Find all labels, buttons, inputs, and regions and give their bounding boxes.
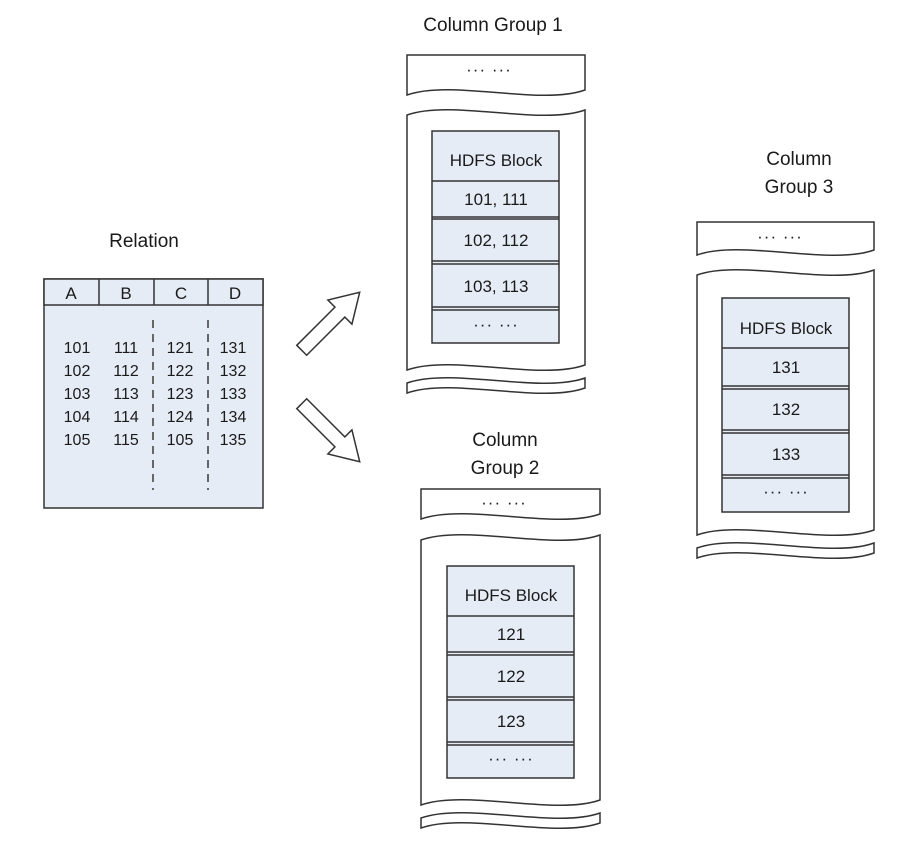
cell-c2: 122 (167, 363, 194, 380)
group-3-top-ellipsis: ··· ··· (757, 227, 803, 246)
group-3-bottom-ellipsis: ··· ··· (763, 482, 809, 501)
cell-b4: 114 (113, 409, 139, 426)
cell-d3: 133 (220, 386, 247, 403)
column-group-3: Column Group 3 ··· ··· HDFS Block 131 13… (696, 149, 875, 560)
header-d: D (229, 284, 241, 303)
column-group-1: Column Group 1 ··· ··· HDFS Block 101, 1… (406, 15, 586, 395)
arrow-down-right-icon (295, 397, 361, 463)
group-1-row-1: 101, 111 (464, 190, 528, 209)
arrow-up-right-icon (295, 291, 361, 357)
group-1-row-3: 103, 113 (464, 277, 529, 296)
group-1-bottom-ellipsis: ··· ··· (473, 315, 519, 334)
cell-d4: 134 (220, 409, 247, 426)
group-2-row-3: 123 (497, 712, 525, 731)
cell-a2: 102 (64, 363, 91, 380)
cell-d2: 132 (220, 363, 247, 380)
group-3-hdfs-block (721, 297, 850, 513)
relation-table: A B C D 101 102 103 104 105 111 112 113 … (43, 278, 264, 509)
group-2-top-scroll (420, 488, 601, 521)
group-3-block-header: HDFS Block (740, 319, 833, 338)
header-a: A (65, 284, 77, 303)
group-2-bottom-edge (420, 811, 601, 830)
cell-a1: 101 (64, 340, 91, 357)
relation-title: Relation (109, 231, 179, 252)
group-2-title-line-2: Group 2 (471, 458, 540, 479)
group-1-row-2: 102, 112 (464, 231, 529, 250)
group-2-top-ellipsis: ··· ··· (481, 493, 527, 512)
column-group-2: Column Group 2 ··· ··· HDFS Block 121 12… (420, 430, 601, 830)
group-1-title: Column Group 1 (423, 15, 562, 36)
cell-a3: 103 (64, 386, 91, 403)
group-1-top-scroll (406, 54, 586, 97)
group-2-bottom-ellipsis: ··· ··· (488, 749, 534, 768)
group-2-row-1: 121 (497, 625, 525, 644)
group-3-row-3: 133 (772, 445, 800, 464)
group-3-row-2: 132 (772, 400, 800, 419)
group-3-top-scroll (696, 221, 875, 257)
cell-a4: 104 (64, 409, 91, 426)
group-3-title-line-2: Group 3 (765, 177, 834, 198)
group-3-row-1: 131 (772, 358, 800, 377)
cell-c5: 105 (167, 432, 194, 449)
header-b: B (120, 284, 131, 303)
group-3-bottom-edge (696, 541, 875, 560)
cell-a5: 105 (64, 432, 91, 449)
cell-b3: 113 (113, 386, 139, 403)
cell-c1: 121 (167, 340, 194, 357)
header-c: C (175, 284, 187, 303)
group-1-top-ellipsis: ··· ··· (466, 60, 512, 79)
cell-b2: 112 (113, 363, 139, 380)
cell-d1: 131 (220, 340, 247, 357)
cell-c3: 123 (167, 386, 194, 403)
group-2-row-2: 122 (497, 667, 525, 686)
cell-d5: 135 (220, 432, 247, 449)
group-1-block-header: HDFS Block (450, 151, 543, 170)
group-2-block-header: HDFS Block (465, 586, 558, 605)
group-1-bottom-edge (406, 376, 586, 395)
cell-b1: 111 (114, 340, 138, 357)
cell-c4: 124 (167, 409, 194, 426)
group-2-title-line-1: Column (472, 430, 537, 451)
group-3-title-line-1: Column (766, 149, 831, 170)
cell-b5: 115 (113, 432, 139, 449)
